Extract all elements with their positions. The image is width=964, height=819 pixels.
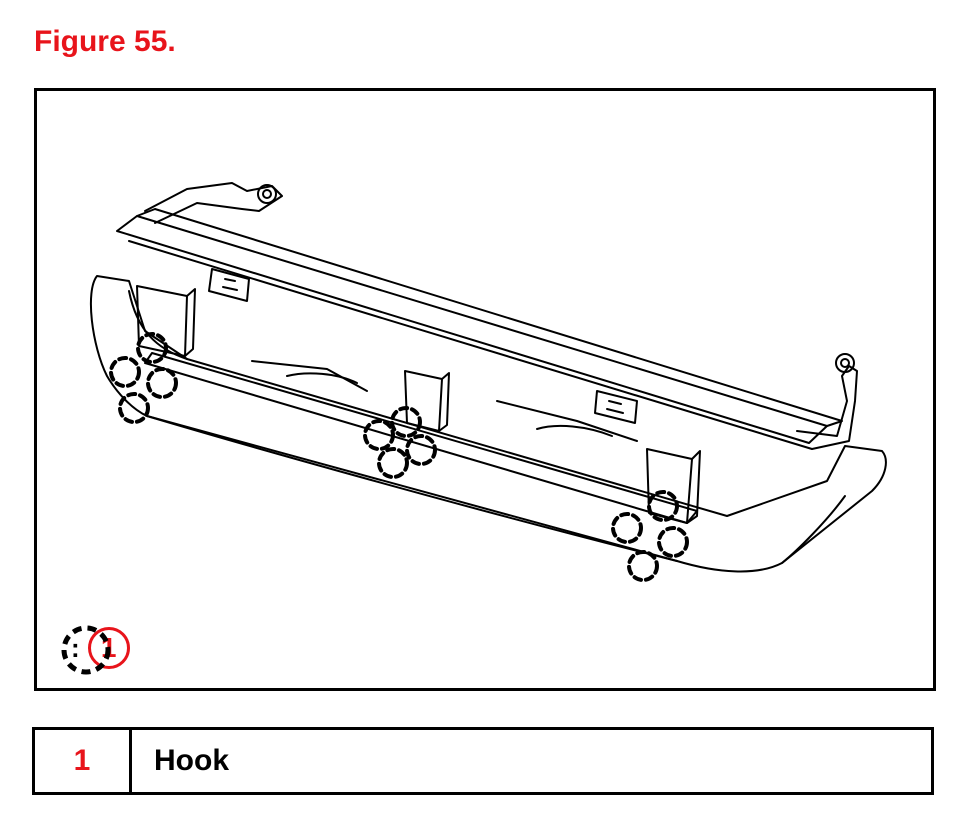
center-bracket-side — [438, 372, 450, 432]
left-mounting-arm — [144, 182, 283, 224]
center-bracket — [404, 370, 443, 432]
hook-marker — [405, 434, 437, 466]
hook-marker — [377, 447, 409, 479]
hook-marker — [146, 367, 178, 399]
hook-marker — [390, 406, 422, 438]
hook-marker — [118, 392, 150, 424]
hook-markers — [109, 332, 689, 582]
fascia-lower-edge — [146, 415, 678, 562]
part-name: Hook — [154, 744, 229, 777]
crossbar-clip-left — [208, 268, 250, 302]
right-bracket — [646, 448, 693, 524]
crossbar-clip-right — [594, 390, 638, 424]
legend-separator: : — [71, 633, 80, 663]
hook-marker — [136, 332, 168, 364]
hook-marker — [611, 512, 643, 544]
figure-title: Figure 55. — [34, 25, 176, 58]
hook-marker — [657, 526, 689, 558]
left-bracket — [136, 285, 188, 357]
right-mount-bolt — [835, 353, 855, 373]
legend: : 1 — [59, 623, 130, 675]
figure-frame: : 1 — [34, 88, 936, 691]
part-number: 1 — [35, 730, 132, 792]
dashed-circle-icon — [61, 625, 111, 675]
bumper-fascia — [89, 275, 887, 573]
left-bracket-side — [184, 288, 196, 357]
left-mount-bolt — [257, 184, 277, 204]
upper-crossbar — [116, 215, 828, 444]
upper-crossbar-inner — [128, 240, 813, 450]
fascia-right-return — [781, 495, 846, 564]
fascia-inner-edge — [128, 290, 188, 360]
right-bracket-side — [686, 450, 701, 524]
right-mounting-arm — [796, 365, 858, 450]
parts-table: 1 Hook — [32, 727, 934, 795]
hook-marker — [109, 356, 141, 388]
bumper-illustration — [89, 182, 887, 582]
crossbar-flange — [136, 208, 843, 427]
hook-marker — [647, 490, 679, 522]
hook-marker — [627, 550, 659, 582]
hook-marker — [363, 419, 395, 451]
inner-cavity-detail — [251, 360, 638, 442]
